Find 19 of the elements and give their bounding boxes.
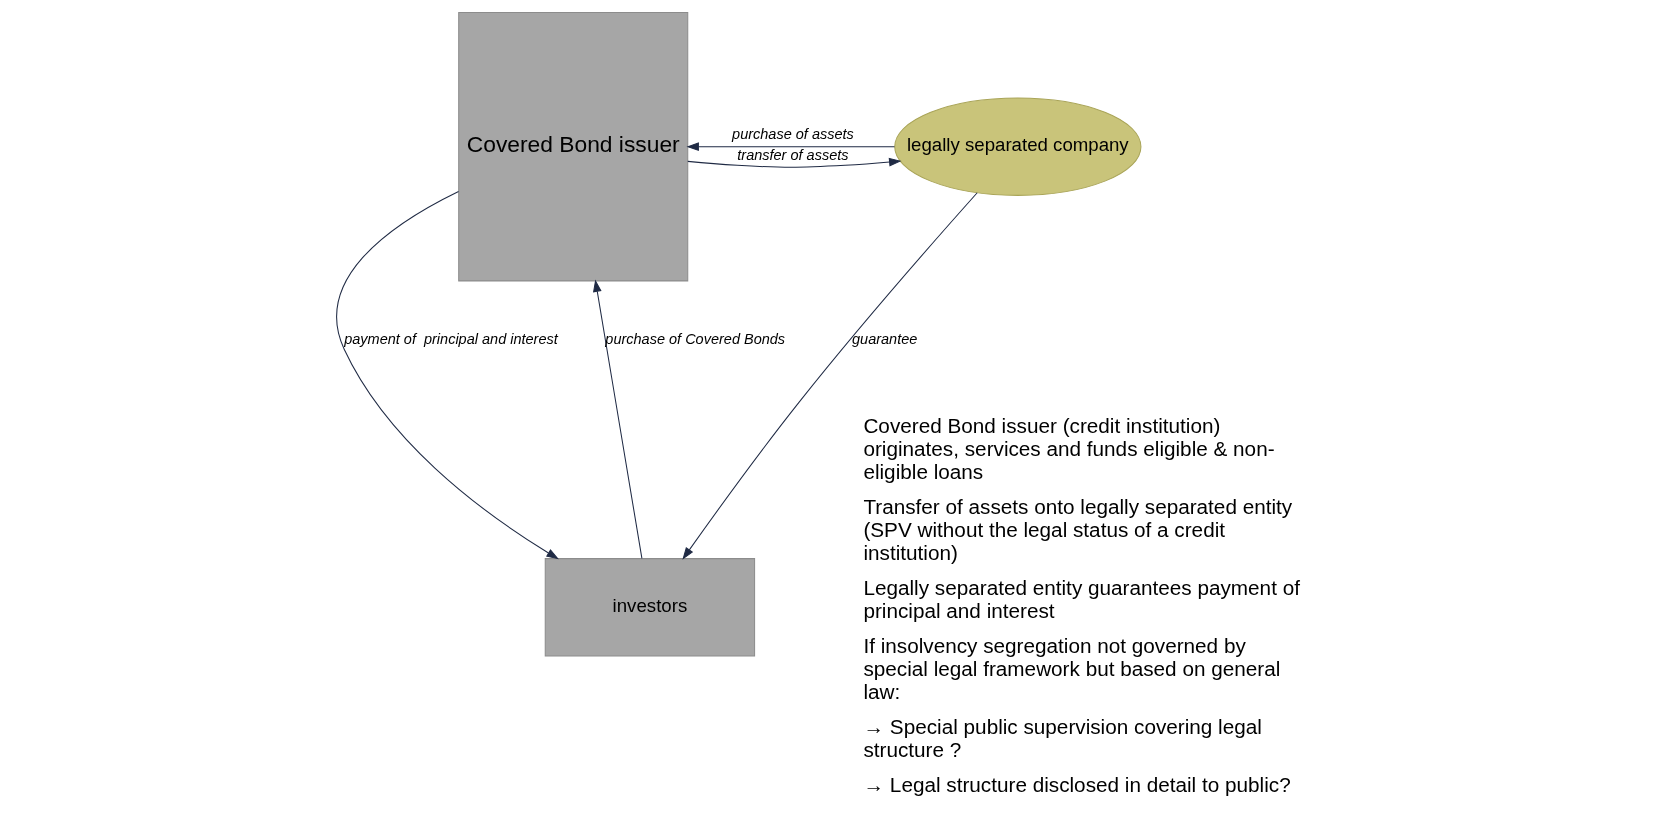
label: → Special public supervision covering legal structure ? bbox=[863, 714, 1262, 761]
label: → Legal structure disclosed in detail to public? bbox=[863, 772, 1291, 796]
label: Covered Bond issuer (credit institution) originates, services and funds eligible & non-eligible loans bbox=[863, 414, 1275, 483]
edge-label: guarantee bbox=[852, 331, 918, 348]
node-box: Covered Bond issuer bbox=[458, 11, 689, 282]
label: Legally separated entity guarantees payment of principal and interest bbox=[863, 575, 1300, 622]
node-box: investors bbox=[544, 558, 756, 657]
edge-label: transfer of assets bbox=[737, 147, 849, 164]
edge-label: purchase of assets bbox=[732, 125, 854, 142]
edge-label: payment of principal and interest bbox=[344, 331, 558, 348]
arrow bbox=[686, 142, 896, 152]
label: Transfer of assets onto legally separated entity (SPV without the legal status of a credit institution) bbox=[863, 495, 1293, 564]
label: If insolvency segregation not governed by special legal framework but based on general law: bbox=[863, 633, 1281, 703]
arrow bbox=[593, 279, 643, 559]
edge-label: purchase of Covered Bonds bbox=[605, 331, 786, 348]
arrow bbox=[682, 192, 978, 560]
arrow bbox=[687, 157, 902, 168]
node-ellipse: legally separated company bbox=[894, 97, 1142, 196]
arrow bbox=[336, 190, 559, 560]
